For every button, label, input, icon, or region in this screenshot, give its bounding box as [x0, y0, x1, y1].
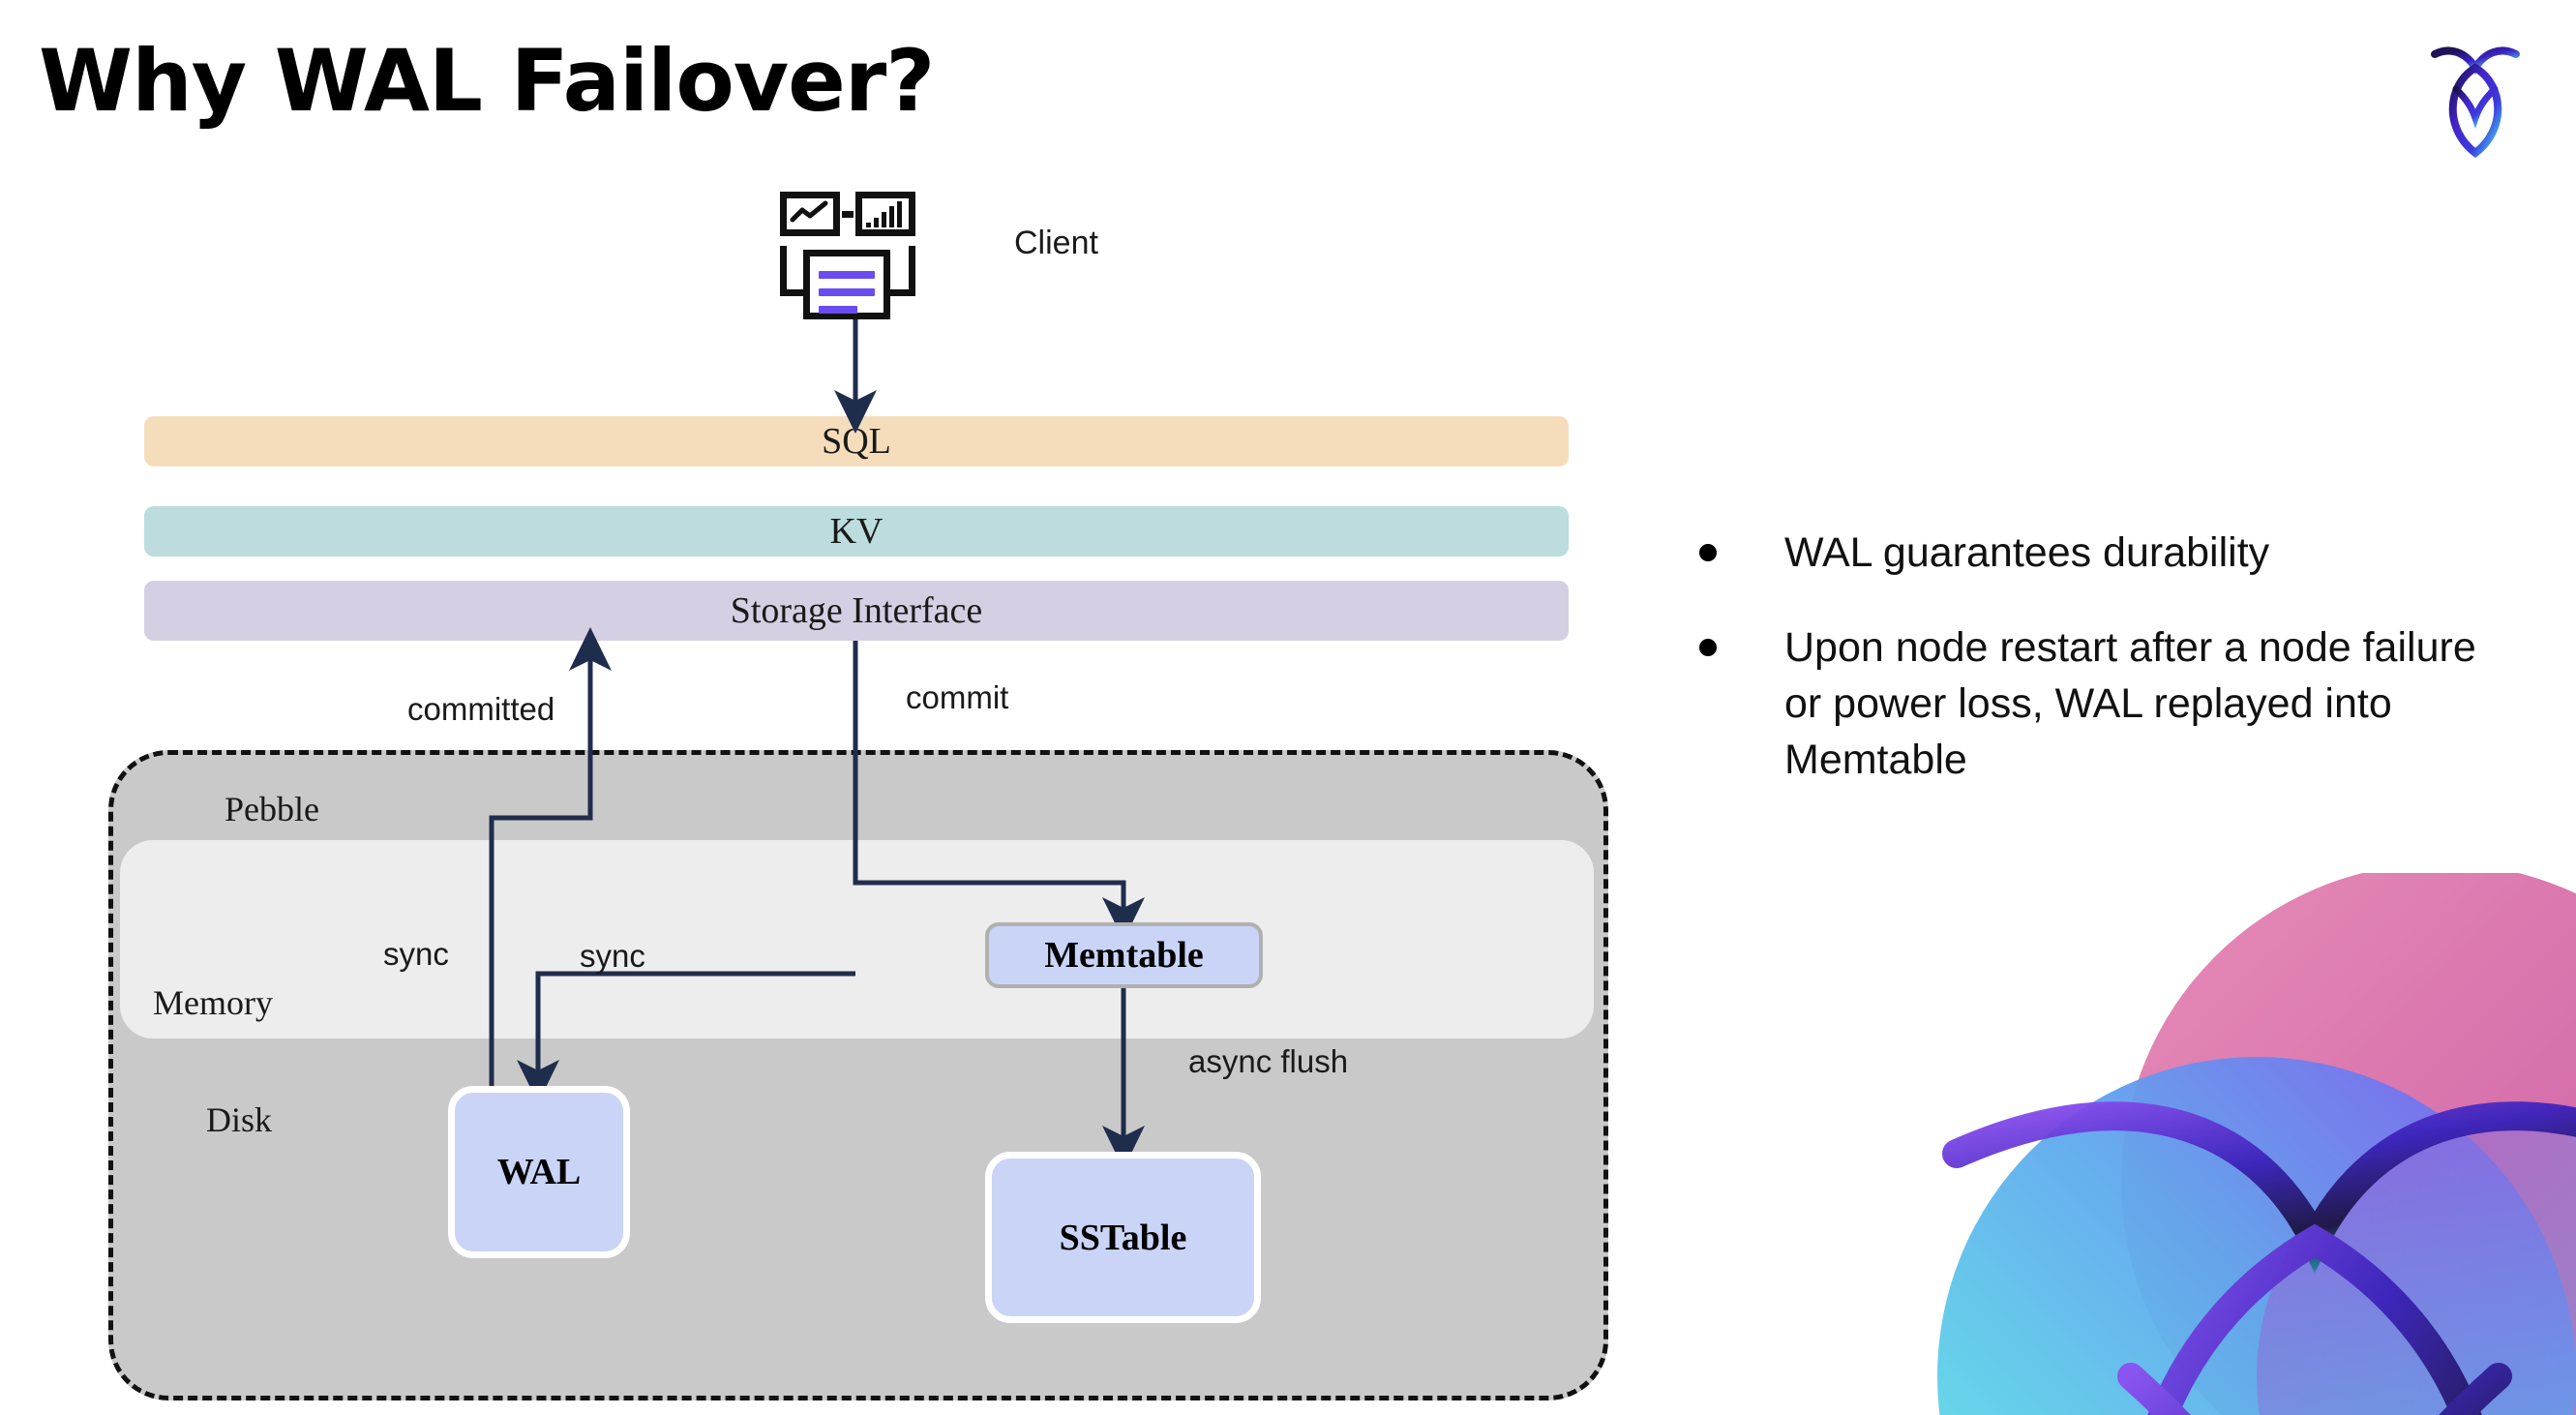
edge-storage-to-memtable	[853, 641, 1145, 942]
node-wal[interactable]: WAL	[448, 1086, 630, 1258]
bracket-left-icon	[780, 246, 809, 296]
layer-kv-label: KV	[829, 511, 884, 552]
client-window-icon	[803, 250, 890, 319]
layer-storage-interface[interactable]: Storage Interface	[144, 581, 1569, 641]
bullet-dot-icon	[1699, 639, 1717, 657]
bullet-text: Upon node restart after a node failure o…	[1784, 624, 2476, 784]
edge-wal-to-storage	[489, 626, 612, 1086]
list-item: WAL guarantees durability	[1699, 525, 2502, 581]
edge-label-sync-b: sync	[580, 938, 645, 974]
edge-label-committed: committed	[407, 691, 555, 727]
client-label: Client	[1014, 225, 1098, 261]
page-title: Why WAL Failover?	[39, 31, 935, 131]
client-dashboard-icon	[774, 192, 939, 319]
edge-label-async-flush: async flush	[1188, 1043, 1349, 1079]
node-sstable-label: SSTable	[1059, 1217, 1187, 1258]
bracket-right-icon	[886, 246, 915, 296]
line-chart-icon	[780, 192, 840, 236]
bullet-text: WAL guarantees durability	[1784, 529, 2270, 576]
bar-chart-icon	[855, 192, 915, 236]
memory-label: Memory	[153, 983, 273, 1022]
layer-kv[interactable]: KV	[144, 506, 1569, 557]
cockroachdb-logo-icon	[2417, 29, 2533, 165]
node-memtable-label: Memtable	[1044, 935, 1204, 976]
pebble-label: Pebble	[225, 790, 319, 828]
edge-label-sync-a: sync	[383, 936, 449, 972]
layer-storage-interface-label: Storage Interface	[730, 590, 983, 631]
node-memtable[interactable]: Memtable	[985, 922, 1263, 988]
client-text-line-icon	[819, 288, 875, 296]
client-text-line-icon	[819, 306, 857, 314]
edge-storage-to-wal-sync	[517, 971, 855, 1104]
disk-label: Disk	[206, 1100, 273, 1139]
bullet-dot-icon	[1699, 544, 1717, 561]
node-sstable[interactable]: SSTable	[985, 1152, 1261, 1323]
list-item: Upon node restart after a node failure o…	[1699, 619, 2502, 788]
node-wal-label: WAL	[496, 1152, 582, 1192]
connector-dash-icon	[842, 211, 854, 218]
client-text-line-icon	[819, 271, 875, 279]
edge-label-commit: commit	[906, 679, 1009, 715]
bullet-list: WAL guarantees durability Upon node rest…	[1699, 525, 2502, 827]
